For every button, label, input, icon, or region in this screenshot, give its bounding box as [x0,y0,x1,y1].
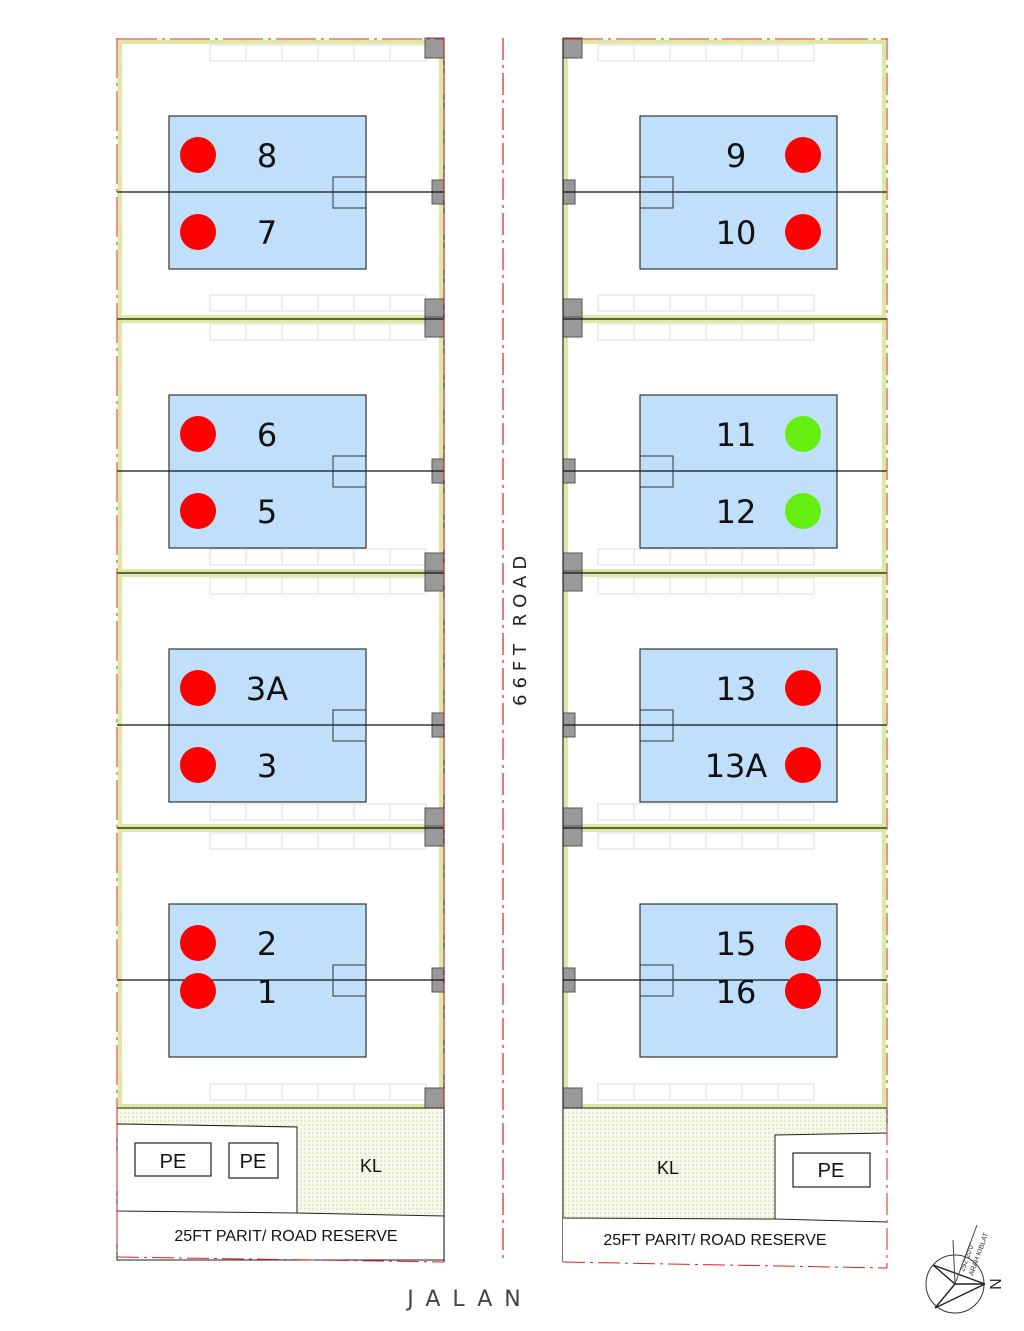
north-compass: N ARAH KIBLAT 292°20'0" [925,1224,1003,1314]
lot-number[interactable]: 7 [257,214,277,252]
lot-number[interactable]: 16 [716,973,757,1011]
jalan-label: JALAN [405,1287,532,1312]
road-reserve-label: 25FT PARIT/ ROAD RESERVE [174,1228,397,1245]
lot-block: 21 [117,825,445,1109]
lot-block: 87 [117,37,445,320]
lot-status-dot-sold[interactable] [785,214,821,250]
lot-block: 11 12 [562,316,887,574]
lot-number[interactable]: 5 [257,493,277,531]
lot-number[interactable]: 10 [716,214,757,252]
pe-label: PE [160,1151,187,1173]
pe-label: PE [818,1160,845,1182]
lot-status-dot-sold[interactable] [785,973,821,1009]
pe-box [792,1152,871,1188]
kl-label: KL [360,1156,382,1176]
road-label: 66FT ROAD [510,550,531,706]
lot-status-dot-sold[interactable] [180,670,216,706]
lot-number[interactable]: 3A [246,670,288,708]
north-label: N [986,1278,1003,1290]
lot-status-dot-available[interactable] [785,493,821,529]
lot-number[interactable]: 2 [257,925,277,963]
lot-status-dot-sold[interactable] [180,214,216,250]
lot-number[interactable]: 9 [726,137,746,175]
lot-status-dot-sold[interactable] [180,493,216,529]
lot-status-dot-sold[interactable] [785,925,821,961]
lot-status-dot-sold[interactable] [785,747,821,783]
bottom-right-reserve: PE KL 25FT PARIT/ ROAD RESERVE [562,38,888,1269]
lot-number[interactable]: 13A [705,747,768,785]
lot-number[interactable]: 11 [716,416,757,454]
road-reserve-label: 25FT PARIT/ ROAD RESERVE [603,1232,826,1249]
lot-number[interactable]: 15 [716,925,757,963]
lot-block: 9 10 [562,37,887,320]
kl-label: KL [657,1158,679,1178]
lot-status-dot-sold[interactable] [180,925,216,961]
north-arrow-icon [932,1264,986,1309]
lot-number[interactable]: 13 [716,670,757,708]
lot-status-dot-sold[interactable] [180,137,216,173]
pe-box [228,1142,279,1179]
lot-status-dot-sold[interactable] [180,416,216,452]
lot-number[interactable]: 1 [257,973,277,1011]
lot-status-dot-available[interactable] [785,416,821,452]
pe-label: PE [240,1151,267,1173]
bottom-left-reserve: PE PE KL 25FT PARIT/ ROAD RESERVE [116,1107,445,1263]
lot-number[interactable]: 6 [257,416,277,454]
lot-status-dot-sold[interactable] [785,137,821,173]
lot-number[interactable]: 8 [257,137,277,175]
pe-box [134,1142,212,1177]
lot-status-dot-sold[interactable] [180,747,216,783]
lot-block: 3A 3 [117,570,445,829]
lot-block: 13 13A [562,570,887,829]
lot-number[interactable]: 3 [257,747,277,785]
lot-status-dot-sold[interactable] [180,973,216,1009]
lot-status-dot-sold[interactable] [785,670,821,706]
lot-number[interactable]: 12 [716,493,757,531]
lot-block: 65 [117,316,445,574]
